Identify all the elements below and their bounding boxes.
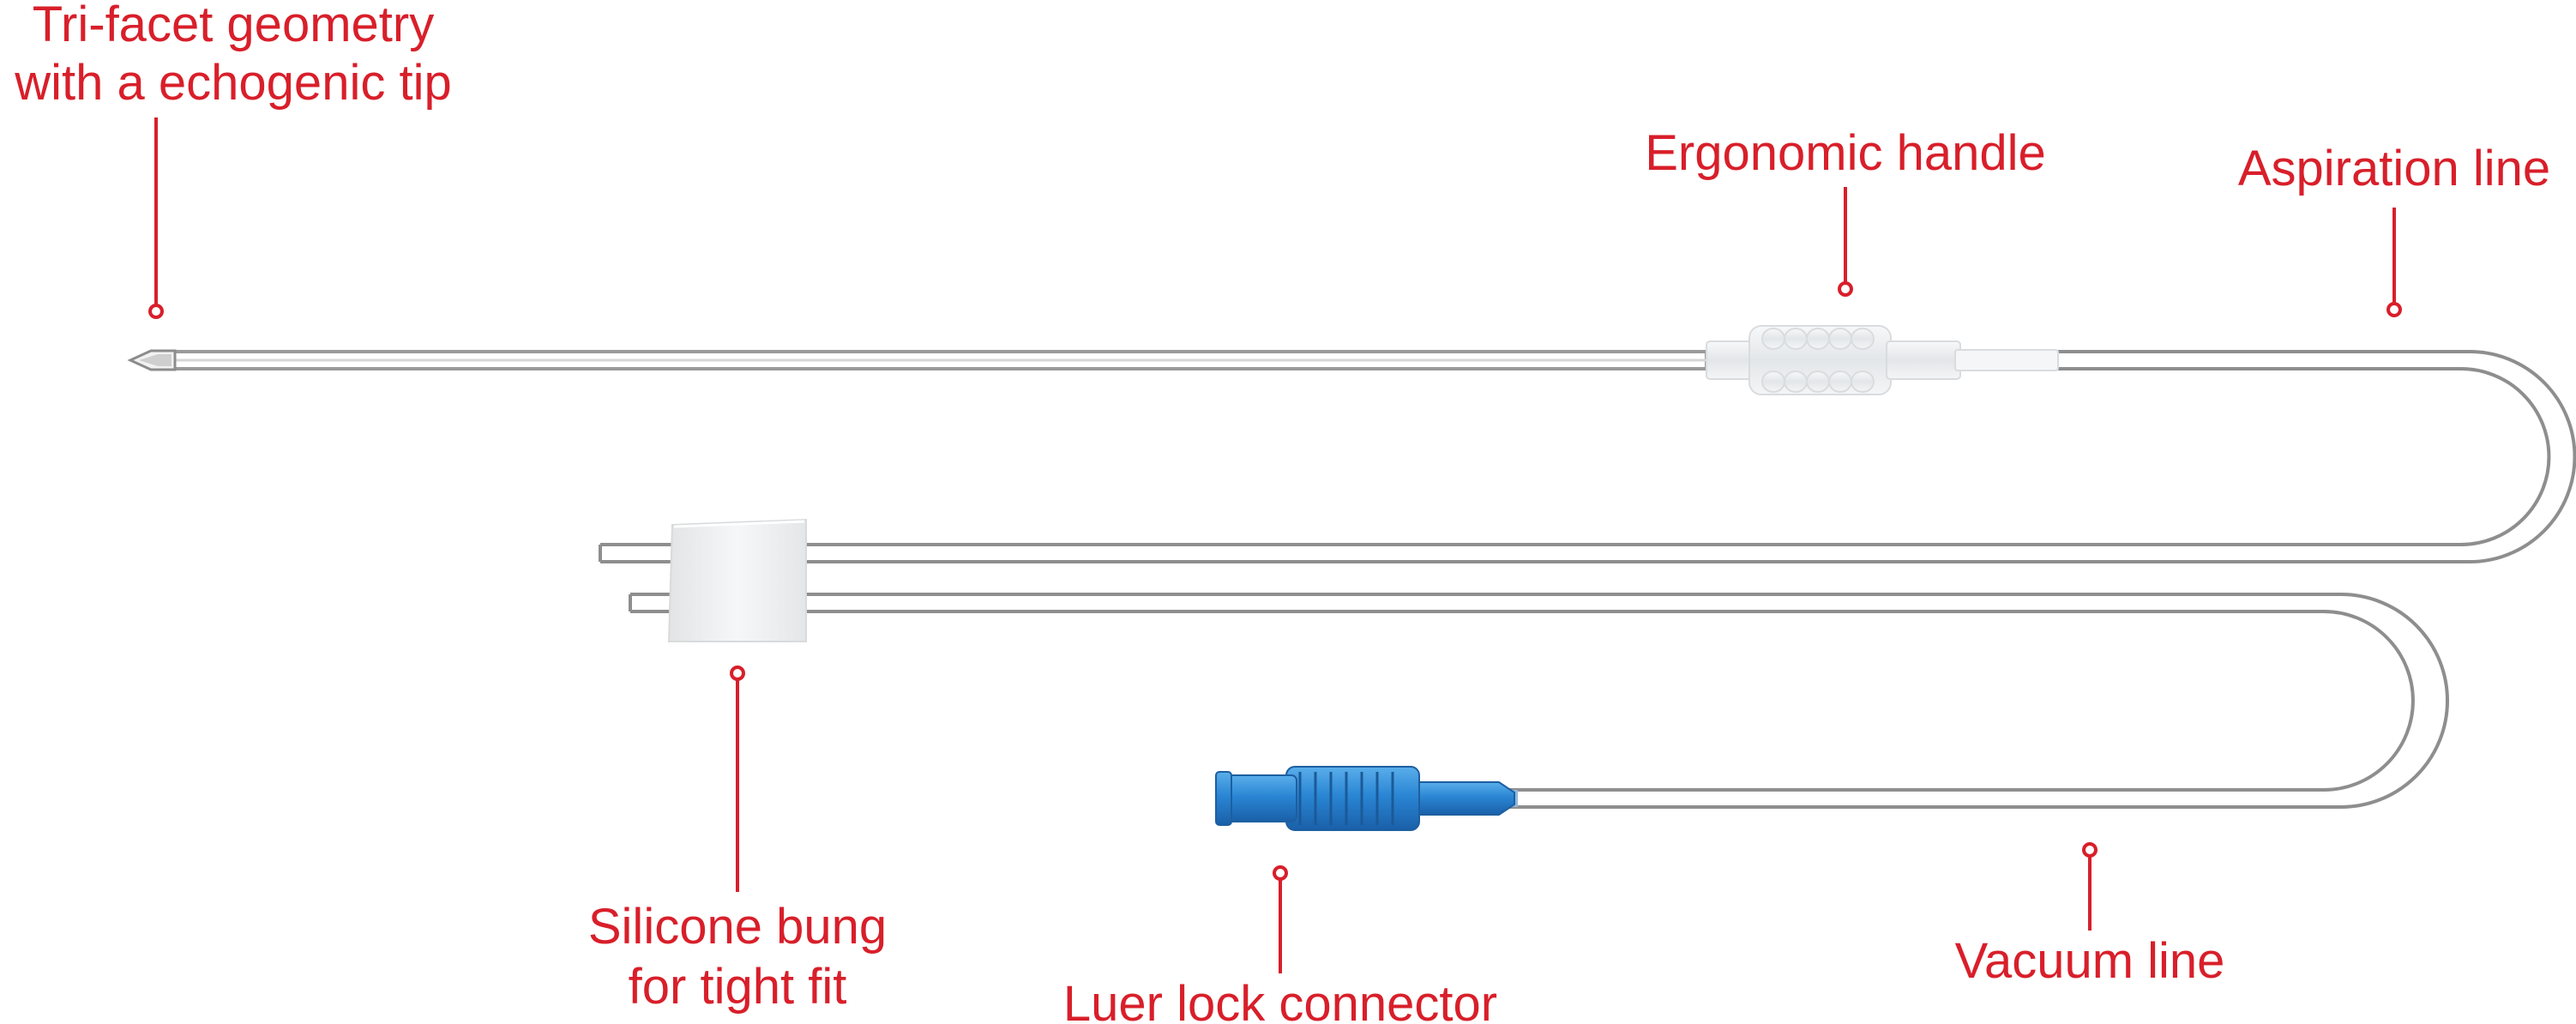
bung-leader-dot — [730, 666, 745, 681]
luer-leader-dot — [1273, 865, 1288, 881]
handle-label: Ergonomic handle — [1645, 125, 2046, 181]
aspiration-label: Aspiration line — [2238, 141, 2550, 196]
bung-label-line2: for tight fit — [629, 959, 847, 1015]
tip-label-line2: with a echogenic tip — [14, 55, 451, 111]
ergonomic-handle — [1706, 325, 2059, 395]
handle-leader-dot — [1838, 281, 1853, 297]
bung-label-line1: Silicone bung — [588, 899, 887, 955]
tip-leader-dot — [148, 304, 164, 319]
needle-tip — [127, 349, 177, 371]
aspiration-line — [599, 350, 2576, 563]
aspiration-leader-dot — [2386, 302, 2402, 317]
vacuum-leader-dot — [2082, 842, 2098, 858]
luer-lock-connector — [1215, 766, 1518, 831]
needle-shaft — [170, 350, 1708, 370]
callout-leaders — [148, 117, 2402, 973]
silicone-bung — [667, 518, 807, 642]
vacuum-label: Vacuum line — [1955, 933, 2225, 989]
vacuum-line — [629, 593, 2449, 809]
luer-label: Luer lock connector — [1063, 976, 1497, 1024]
tip-label-line1: Tri-facet geometry — [33, 0, 434, 52]
